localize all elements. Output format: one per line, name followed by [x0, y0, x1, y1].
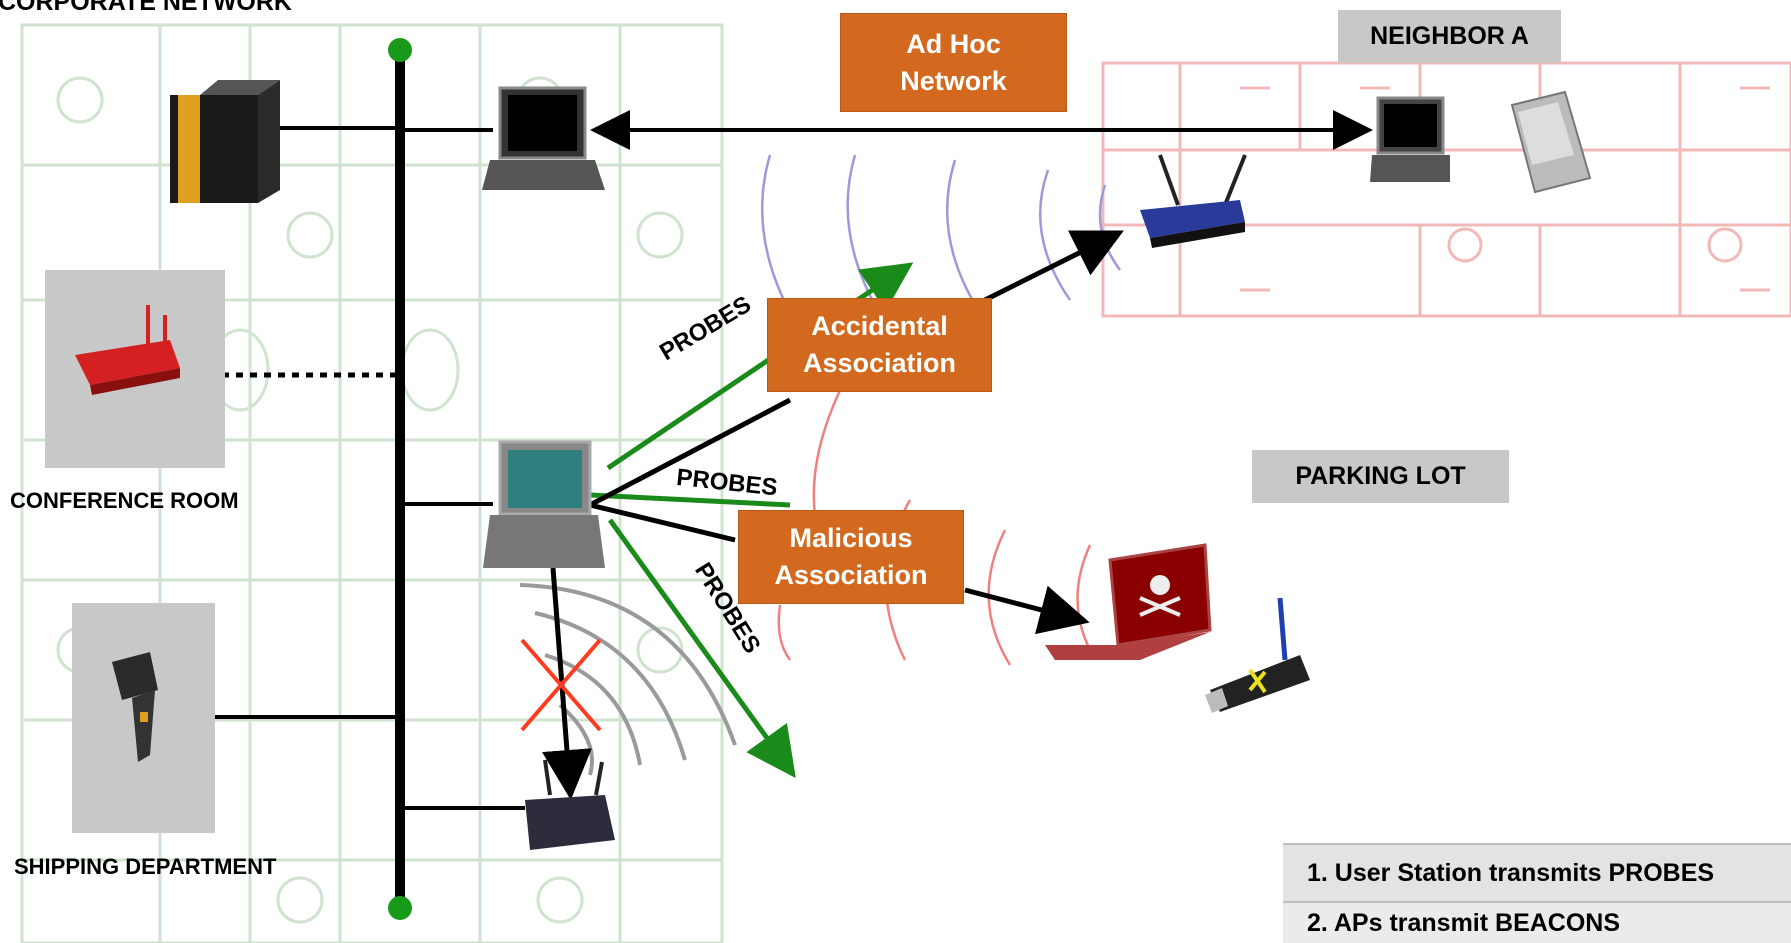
malicious-association-callout: Malicious Association — [738, 510, 964, 604]
probe-arrow-mid — [589, 492, 791, 508]
server-icon — [170, 80, 280, 203]
usb-wireless-adapter-icon — [1205, 597, 1310, 713]
access-point-icon — [525, 759, 615, 850]
accidental-association-callout: Accidental Association — [767, 298, 992, 392]
neighbor-floorplan — [1101, 61, 1791, 318]
neighbor-access-point-icon — [1140, 154, 1247, 248]
corporate-network-label: CORPORATE NETWORK — [0, 0, 292, 16]
backbone-top-node — [388, 38, 412, 62]
scanner-box — [72, 603, 215, 833]
malicious-line2: Association — [774, 560, 928, 590]
corporate-ap-waves — [519, 583, 737, 776]
rogue-laptop-icon — [1045, 543, 1212, 660]
neighbor-a-label: NEIGHBOR A — [1338, 10, 1561, 63]
shipping-department-label: SHIPPING DEPARTMENT — [14, 854, 277, 879]
step-1: 1. User Station transmits PROBES — [1283, 843, 1791, 901]
malicious-line-a — [589, 502, 736, 543]
accidental-line2: Association — [802, 348, 957, 378]
blocked-arrow — [542, 567, 592, 800]
parking-lot-label: PARKING LOT — [1252, 450, 1509, 503]
conference-room-label: CONFERENCE ROOM — [10, 488, 239, 513]
laptop-icon — [482, 86, 605, 190]
ad-hoc-line1: Ad Hoc — [906, 28, 1001, 59]
accidental-line1: Accidental — [811, 311, 948, 341]
ad-hoc-line2: Network — [900, 65, 1007, 96]
probe-arrow-down — [607, 518, 796, 779]
neighbor-laptop-icon — [1370, 96, 1450, 182]
accidental-line-a — [588, 397, 792, 508]
accidental-line-b — [983, 230, 1124, 303]
conference-router-box — [45, 270, 225, 468]
ad-hoc-network-callout: Ad Hoc Network — [840, 13, 1067, 112]
malicious-line-b — [964, 585, 1090, 635]
user-station-laptop-icon — [483, 440, 605, 568]
blocked-x-icon — [520, 638, 602, 732]
step-2: 2. APs transmit BEACONS — [1283, 901, 1791, 943]
backbone-bottom-node — [388, 896, 412, 920]
pda-icon — [1510, 90, 1592, 194]
malicious-line1: Malicious — [789, 523, 913, 553]
